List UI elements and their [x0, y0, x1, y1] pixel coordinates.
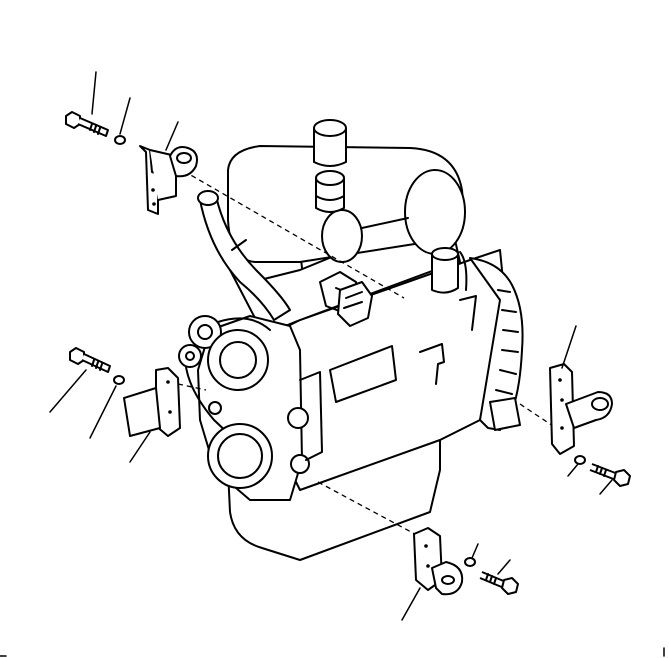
upper-bracket-hole-1 [151, 188, 155, 192]
alignment-line-upper-left [167, 161, 405, 299]
exhaust-stack-band [315, 195, 345, 201]
rear-exhaust-outlet-top [431, 247, 459, 261]
callout-leader-3 [165, 121, 179, 151]
dipstick-tube [419, 343, 445, 385]
front-left-lower-mount-bracket [123, 367, 181, 437]
rear-bracket-hole-2 [560, 398, 564, 402]
upper-left-washer [114, 135, 126, 145]
rear-right-bolt [589, 463, 631, 487]
exhaust-stack-rear-top [313, 119, 347, 137]
alignment-line-rear-right [519, 403, 557, 429]
engine-assembly [178, 119, 524, 561]
front-right-bolt [479, 571, 519, 595]
callout-leaders [49, 71, 613, 621]
upper-left-bolt-thread [89, 123, 101, 135]
upper-left-bolt-shank [77, 117, 109, 137]
block-web [299, 371, 323, 461]
oil-filter-mount [329, 345, 397, 403]
alignment-line-lower-left [177, 383, 207, 391]
front-boss-upper [208, 401, 222, 415]
front-right-bracket-eye [441, 575, 455, 585]
upper-bracket-eye [176, 152, 192, 164]
callout-leader-1 [91, 71, 97, 115]
lower-left-washer [113, 375, 125, 385]
intake-pipe-clamp [231, 239, 247, 251]
front-right-bracket-hole-1 [424, 544, 428, 548]
front-right-lower-mount-bracket [413, 527, 464, 596]
block-rib [459, 295, 477, 331]
front-right-bracket-hole-2 [426, 564, 430, 568]
exhaust-stack-front [315, 177, 345, 213]
front-right-washer [464, 557, 476, 567]
rear-exhaust-outlet [431, 251, 459, 294]
rear-right-bolt-thread [595, 465, 607, 477]
lower-left-bracket-foot [123, 387, 161, 437]
callout-leader-10 [401, 587, 421, 621]
lower-left-bracket-hole-2 [168, 410, 172, 414]
rear-right-mount-bracket [549, 363, 613, 455]
upper-left-bolt-head [65, 111, 81, 129]
callout-leader-11 [471, 543, 479, 559]
upper-bracket-hole-2 [152, 202, 156, 206]
callout-leader-8 [567, 463, 579, 477]
callout-leader-7 [561, 325, 577, 369]
exhaust-stack-rear [313, 127, 347, 167]
air-cleaner-end-cap [404, 169, 466, 255]
turbo-fins [343, 291, 363, 309]
callout-leader-9 [599, 479, 613, 495]
callout-leader-12 [497, 559, 511, 575]
rear-bracket-hole-3 [560, 426, 564, 430]
front-right-bolt-head [501, 577, 519, 595]
front-boss-bottom [290, 454, 310, 474]
oil-pan [227, 429, 441, 561]
alignment-lines [167, 161, 557, 541]
callout-leader-2 [119, 97, 131, 135]
front-right-bolt-thread [485, 573, 497, 585]
front-boss-lower [287, 407, 309, 429]
water-pump-hub [219, 341, 257, 379]
front-left-upper-mount-bracket [139, 145, 198, 215]
upper-left-bolt [65, 111, 109, 137]
rear-bracket-hole-1 [558, 378, 562, 382]
lower-left-bolt-head [69, 347, 85, 365]
rear-right-washer [574, 455, 586, 465]
exhaust-stack-front-top [315, 170, 345, 186]
lower-left-bracket-hole-1 [166, 380, 170, 384]
callout-leader-4 [49, 369, 87, 413]
flywheel-housing-ribs [491, 289, 519, 413]
alignment-line-front-right [317, 481, 427, 541]
lower-left-bolt-thread [91, 359, 103, 371]
flywheel-housing-flange [489, 397, 521, 431]
crankshaft-damper [217, 433, 263, 479]
belt-tensioner-hub [185, 351, 195, 361]
lower-left-bolt [69, 347, 111, 373]
air-cleaner-seam [361, 217, 409, 229]
rear-exhaust-bend [459, 251, 468, 291]
alternator-hub [197, 324, 213, 340]
intake-pipe-opening [197, 190, 219, 206]
callout-leader-6 [129, 431, 151, 463]
rear-right-bolt-head [613, 469, 631, 487]
callout-leader-5 [89, 385, 117, 439]
lower-left-bolt-shank [81, 353, 111, 373]
rear-bracket-eye [591, 397, 609, 411]
